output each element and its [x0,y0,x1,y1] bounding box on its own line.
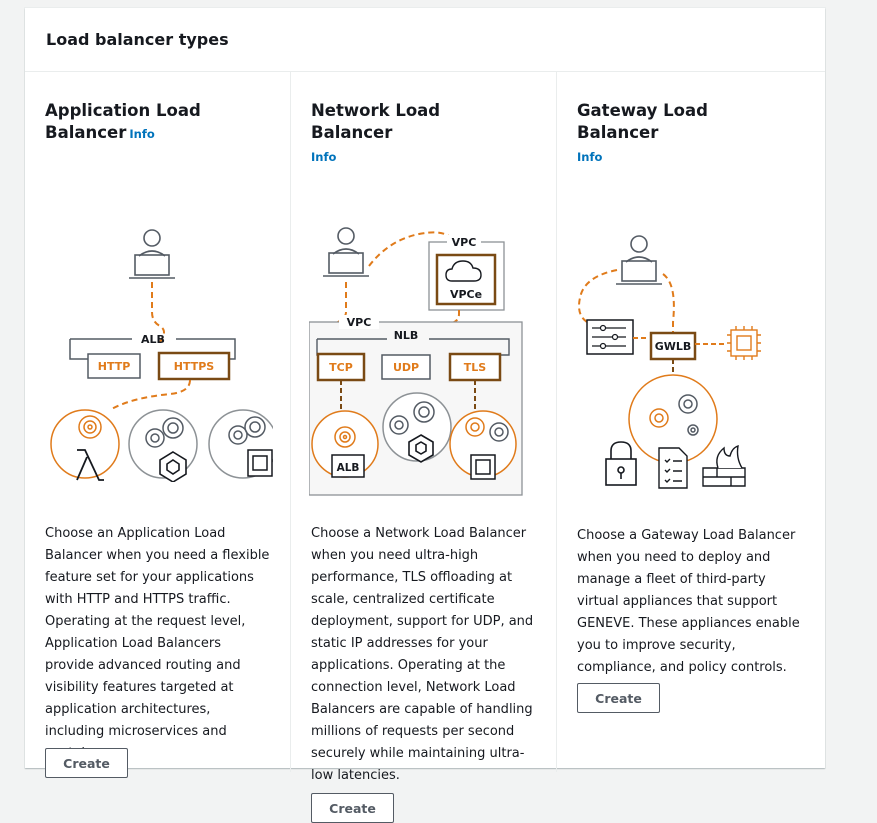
container-target-icon [389,401,435,435]
container-icon [159,451,187,482]
vpc-label: VPC [347,316,372,329]
lambda-target-icon [78,415,102,439]
nlb-title: Network Load Balancer Info [311,100,501,168]
vpce-to-tls-path [428,310,460,327]
nlb-diagram: VPC VPCe VPC NLB TCP UDP TLS [309,227,523,496]
nlb-info-link[interactable]: Info [311,150,337,164]
https-label: HTTPS [174,360,215,373]
nlb-description: Choose a Network Load Balancer when you … [311,526,534,783]
user-laptop-icon [616,235,662,285]
https-box [157,351,231,381]
chip-target-icon [465,417,509,442]
gwlb-title: Gateway Load Balancer Info [577,100,767,168]
cloud-icon [445,260,482,282]
alb-user-path [151,282,165,343]
panel-title: Load balancer types [46,30,229,49]
load-balancer-types-panel: Load balancer types Application Load Bal… [25,8,825,823]
vpc-top-label: VPC [452,236,477,249]
udp-box [381,354,431,380]
gwlb-description: Choose a Gateway Load Balancer when you … [577,528,800,675]
gwlb-diagram: GWLB [578,235,761,489]
nlb-user-to-vpce-path [368,231,450,267]
gwlb-create-button[interactable]: Create [577,683,660,713]
alb-create-button[interactable]: Create [45,748,128,778]
container-target-icon [145,417,184,448]
alb-title-line1: Application Load [45,101,201,120]
nlb-title-text: Network Load Balancer [311,101,441,142]
chip-target-icon [228,416,266,445]
http-box [87,353,141,379]
firewall-icon [702,444,746,487]
lambda-icon [76,449,104,481]
panel-header: Load balancer types [25,8,825,72]
tcp-label: TCP [329,361,353,374]
gwlb-info-link[interactable]: Info [577,150,603,164]
lambda-target-group [50,409,120,479]
user-laptop-icon [129,229,175,279]
chip-icon [470,454,496,480]
nlb-card: Network Load Balancer Info VPC VPCe [291,72,557,823]
tls-label: TLS [464,361,487,374]
checklist-icon [658,447,688,489]
alb-title-line2: Balancer [45,123,127,142]
gwlb-card: Gateway Load Balancer Info [557,72,823,772]
nlb-label: NLB [394,329,419,342]
nlb-create-button[interactable]: Create [311,793,394,823]
alb-target-path [109,379,191,411]
udp-label: UDP [393,361,419,374]
user-laptop-icon [323,227,369,277]
gwlb-label: GWLB [655,340,692,353]
tls-box [448,352,502,382]
appliance-target-icon [649,394,699,436]
alb-label: ALB [141,333,165,346]
alb-target-box [331,454,365,478]
gwlb-user-path [578,269,618,323]
lock-icon [605,441,637,486]
chip-icon [247,449,273,477]
alb-diagram: ALB HTTP HTTPS [50,229,273,482]
router-icon [592,324,626,350]
alb-description: Choose an Application Load Balancer when… [45,526,270,761]
alb-info-link[interactable]: Info [129,127,155,141]
gwlb-return-path [662,273,675,332]
container-icon [408,434,434,463]
gwlb-title-text: Gateway Load Balancer [577,101,708,142]
nlb-alb-label: ALB [337,462,360,474]
chip-icon [727,326,761,360]
http-label: HTTP [98,360,131,373]
alb-target-icon [334,426,356,448]
vpce-label: VPCe [450,288,482,301]
tcp-box [316,352,366,382]
